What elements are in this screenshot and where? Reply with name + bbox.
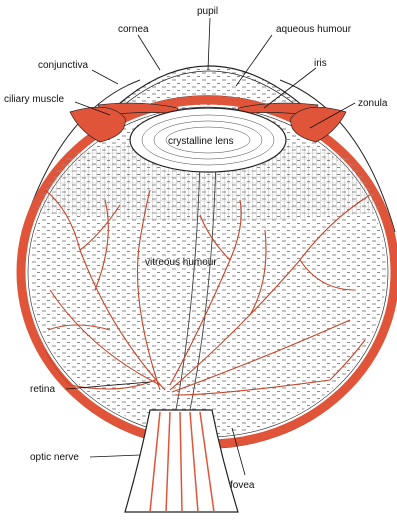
label-optic-nerve: optic nerve [30, 452, 79, 463]
label-ciliary-muscle: ciliary muscle [4, 94, 64, 105]
label-cornea: cornea [118, 24, 149, 35]
label-pupil: pupil [197, 6, 218, 17]
label-aqueous-humour: aqueous humour [276, 24, 352, 35]
label-vitreous-humour: vitreous humour [145, 257, 217, 268]
label-iris: iris [314, 58, 327, 69]
label-conjunctiva: conjunctiva [38, 60, 88, 71]
label-zonula: zonula [358, 98, 388, 109]
label-retina: retina [30, 384, 55, 395]
label-fovea: fovea [230, 480, 255, 491]
label-crystalline-lens: crystalline lens [168, 136, 234, 147]
